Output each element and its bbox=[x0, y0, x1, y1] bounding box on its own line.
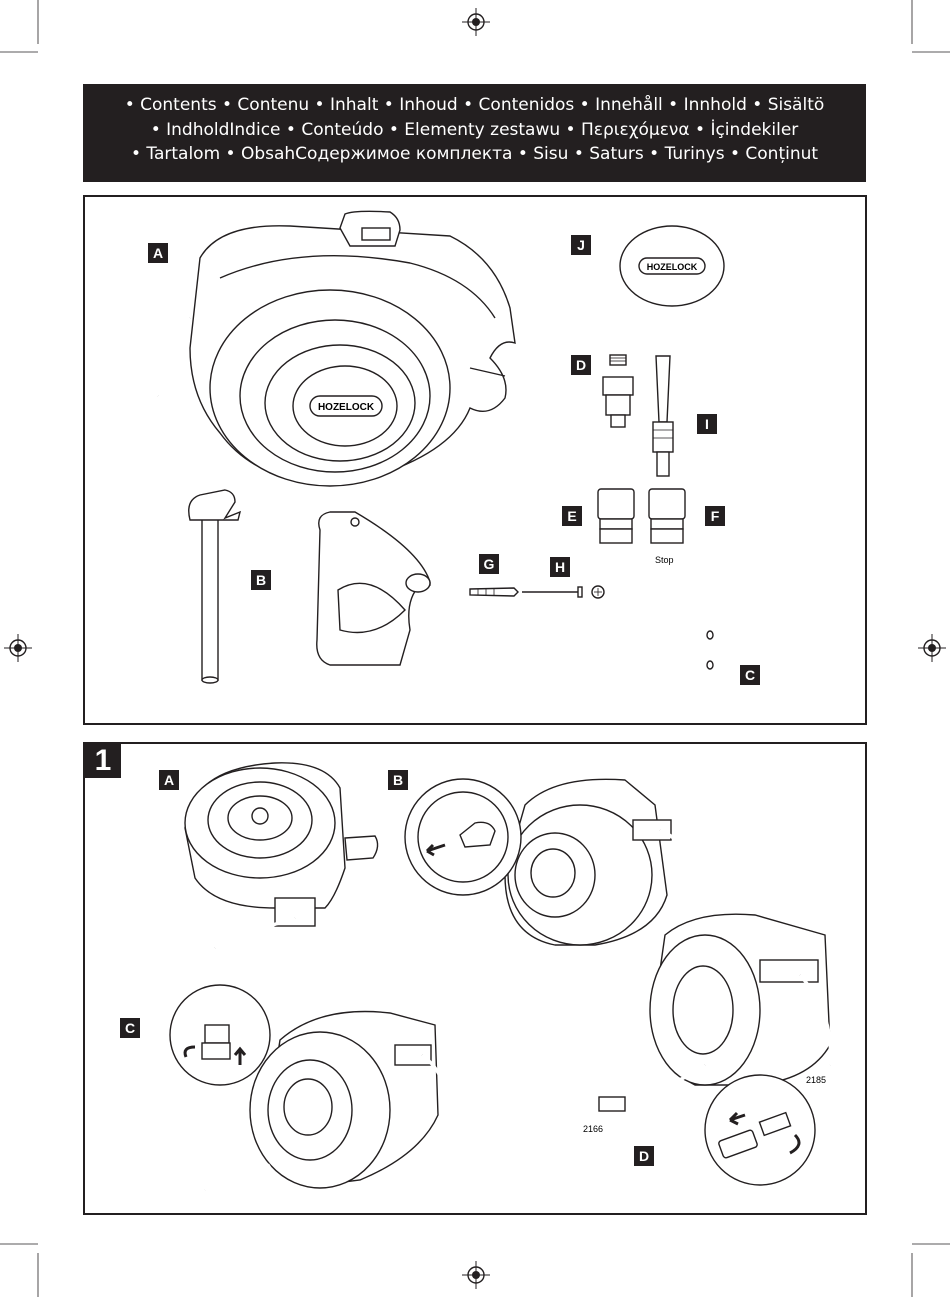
plate-brand-logo: HOZELOCK bbox=[647, 262, 698, 272]
screw-illustration bbox=[520, 584, 610, 600]
part-label-f: F bbox=[705, 506, 725, 526]
spray-nozzle-illustration bbox=[640, 352, 684, 482]
part-label-b: B bbox=[251, 570, 271, 590]
part-label-h: H bbox=[550, 557, 570, 577]
wall-plug-illustration bbox=[468, 585, 520, 599]
hose-connector-e-illustration bbox=[594, 487, 638, 547]
tap-connector-illustration bbox=[598, 353, 638, 433]
hose-coil-illustration bbox=[505, 625, 720, 680]
hose-connector-f-illustration bbox=[645, 487, 689, 547]
step-label-d: D bbox=[634, 1146, 654, 1166]
part-label-e: E bbox=[562, 506, 582, 526]
step-label-c: C bbox=[120, 1018, 140, 1038]
part-code-2185: 2185 bbox=[806, 1075, 826, 1085]
contents-line-3: • Tartalom • ObsahСодержимое комплекта •… bbox=[83, 142, 866, 167]
step-d-reel-illustration bbox=[585, 905, 850, 1195]
reel-brand-logo: HOZELOCK bbox=[318, 402, 375, 413]
step-a-reel-illustration bbox=[175, 758, 390, 958]
part-label-a: A bbox=[148, 243, 168, 263]
step-label-a: A bbox=[159, 770, 179, 790]
part-label-j: J bbox=[571, 235, 591, 255]
contents-banner: • Contents • Contenu • Inhalt • Inhoud •… bbox=[83, 84, 866, 182]
part-label-d: D bbox=[571, 355, 591, 375]
contents-line-1: • Contents • Contenu • Inhalt • Inhoud •… bbox=[83, 93, 866, 118]
cover-plate-illustration: HOZELOCK bbox=[617, 224, 727, 309]
part-label-g: G bbox=[479, 554, 499, 574]
hose-reel-illustration: HOZELOCK bbox=[150, 218, 530, 488]
part-label-i: I bbox=[697, 414, 717, 434]
step-c-reel-illustration bbox=[160, 985, 460, 1205]
step-number: 1 bbox=[85, 742, 121, 778]
part-code-2166: 2166 bbox=[583, 1124, 603, 1134]
wall-bracket-illustration bbox=[180, 490, 440, 685]
step-label-b: B bbox=[388, 770, 408, 790]
stop-connector-text: Stop bbox=[655, 555, 674, 565]
contents-line-2: • IndholdIndice • Conteúdo • Elementy ze… bbox=[83, 118, 866, 143]
part-label-c: C bbox=[740, 665, 760, 685]
